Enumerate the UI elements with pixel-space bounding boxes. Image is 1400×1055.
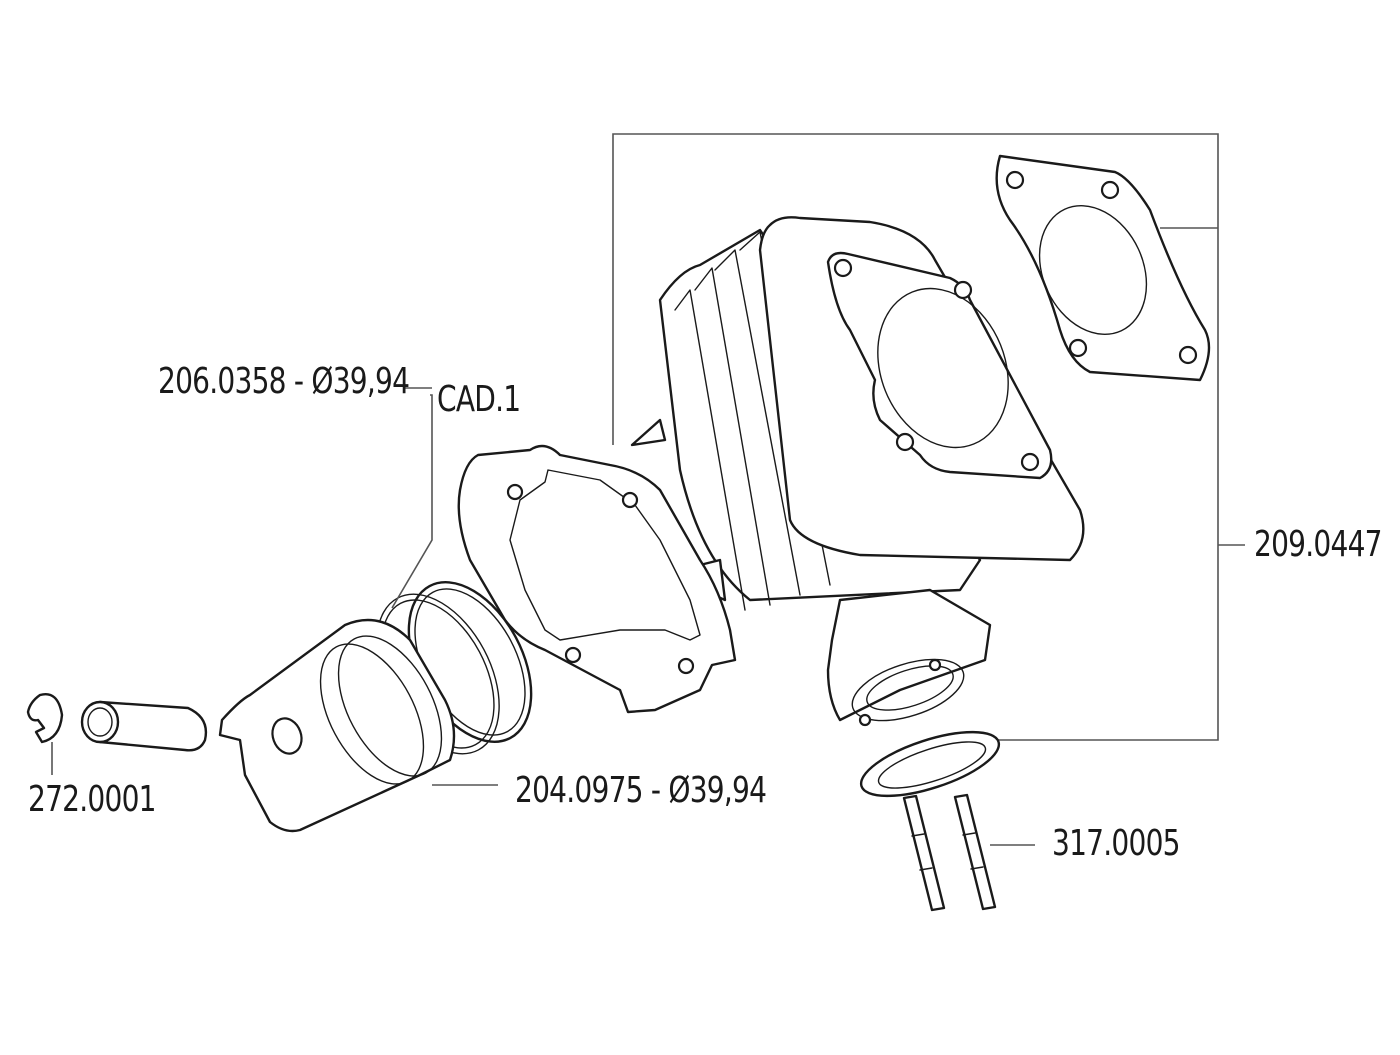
label-cylinder-set: 209.0447 <box>1254 524 1383 565</box>
cylinder <box>630 216 1085 727</box>
dowel-pins <box>902 793 1035 912</box>
piston-pin <box>80 700 208 752</box>
label-piston: 204.0975 - Ø39,94 <box>515 770 767 811</box>
label-piston-rings: 206.0358 - Ø39,94 <box>158 361 410 402</box>
head-gasket <box>995 154 1211 382</box>
piston <box>218 618 498 833</box>
label-circlip: 272.0001 <box>28 779 157 820</box>
circlip <box>26 693 64 775</box>
base-ring <box>859 730 1001 798</box>
label-piston-rings-qty: CAD.1 <box>437 379 521 420</box>
base-gasket <box>457 444 737 714</box>
cylinder-set-bracket <box>612 133 1245 741</box>
label-dowel-pins: 317.0005 <box>1052 823 1181 864</box>
